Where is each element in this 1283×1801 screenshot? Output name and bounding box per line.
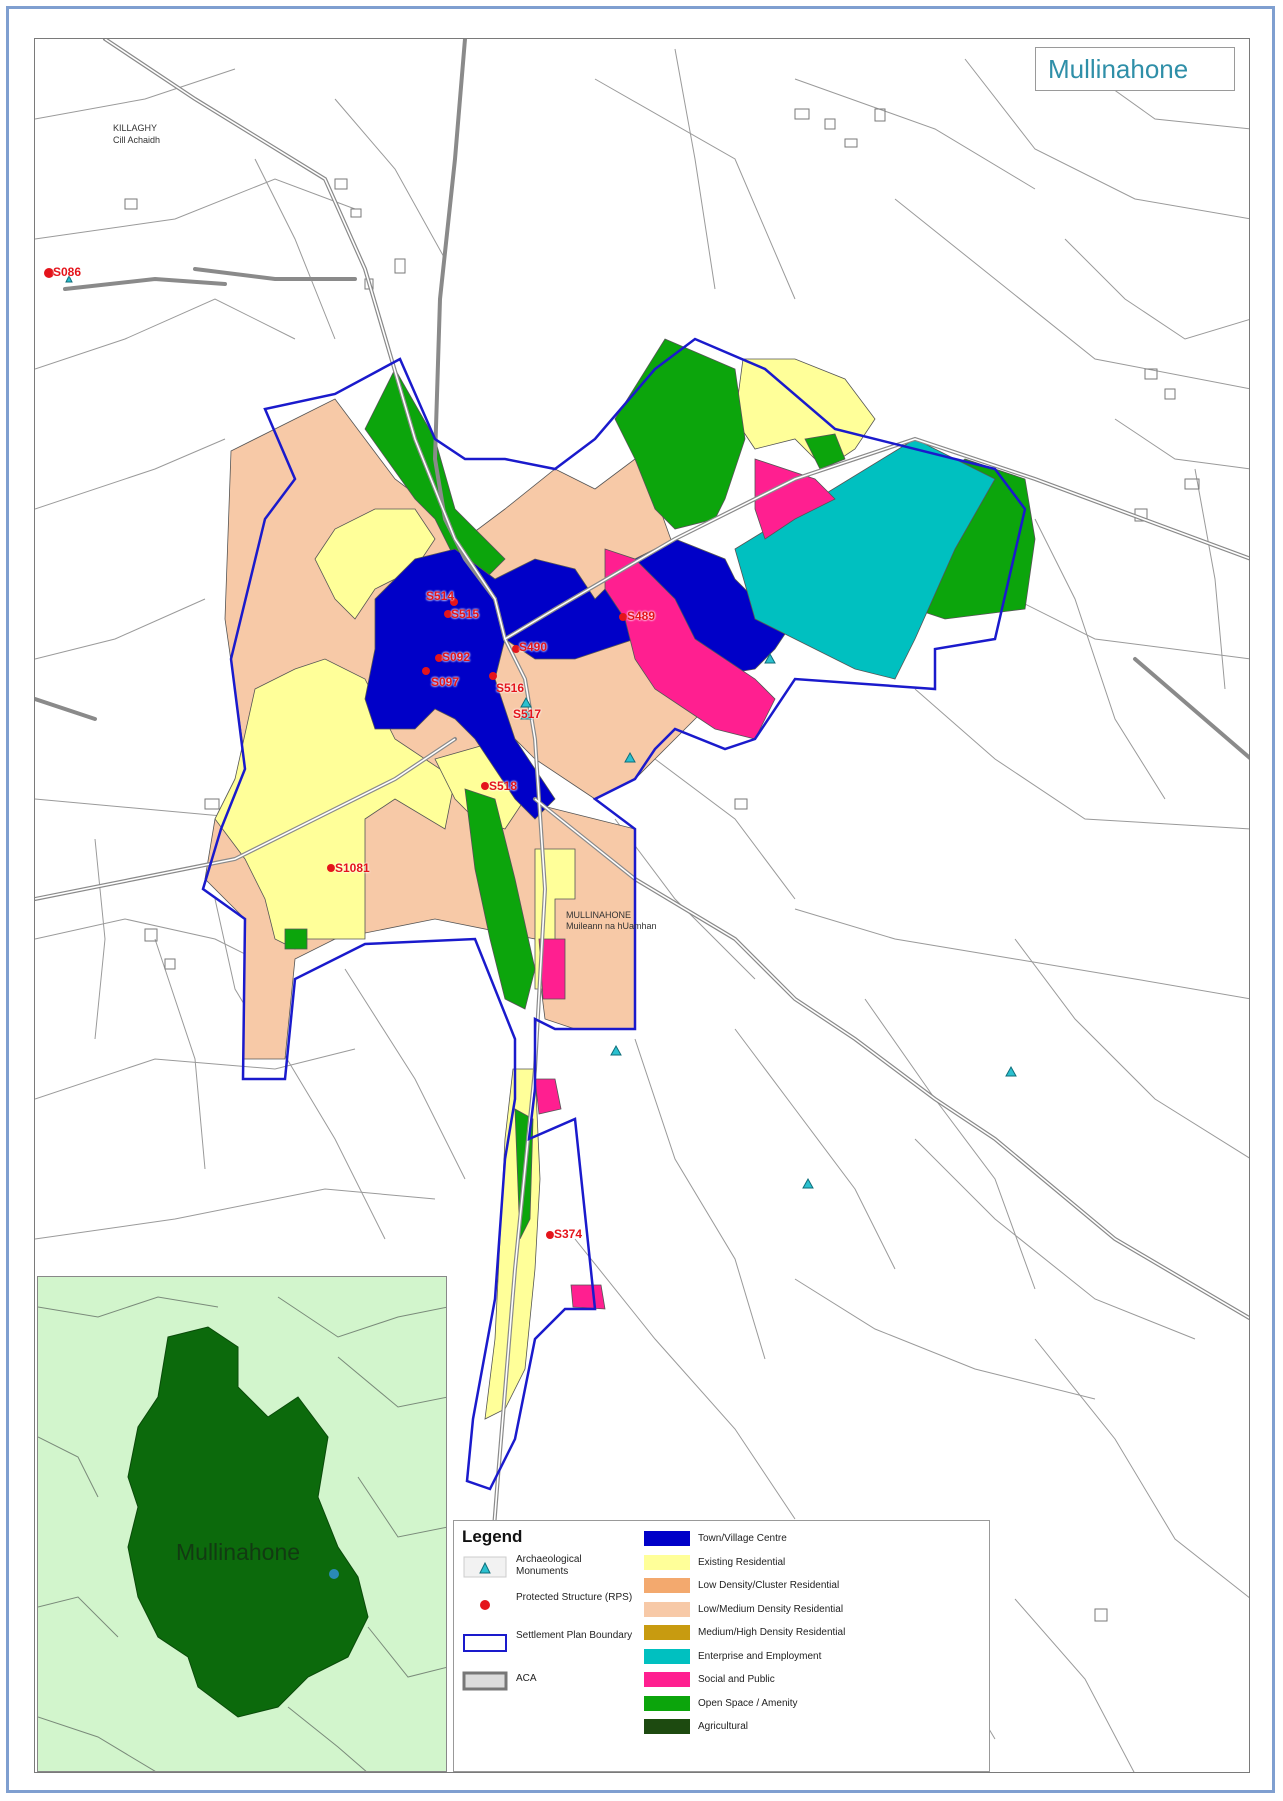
zone-existing-residential (214, 658, 456, 950)
zone-open-space (284, 928, 308, 950)
zone-social-public (534, 1078, 562, 1115)
legend-zone-label: Low Density/Cluster Residential (698, 1580, 840, 1591)
legend-item-boundary: Settlement Plan Boundary (462, 1629, 632, 1663)
rps-label: S086 (53, 265, 82, 279)
legend-item-monuments: Archaeological Monuments (462, 1553, 632, 1587)
legend-swatch (644, 1648, 690, 1664)
legend-zone-item: Existing Residential (644, 1554, 974, 1573)
rps-label: S1081 (335, 861, 370, 875)
rps-label: S517 (513, 707, 542, 721)
map-title: Mullinahone (1048, 53, 1189, 84)
legend-zone-label: Social and Public (698, 1674, 775, 1685)
compass-icon (1200, 56, 1226, 82)
rps-label: S097 (431, 675, 460, 689)
legend-zone-label: Existing Residential (698, 1556, 786, 1568)
legend-swatch (644, 1625, 690, 1640)
legend-label: Protected Structure (RPS) (516, 1592, 633, 1603)
inset-label: Mullinahone (176, 1539, 301, 1565)
settlement-map[interactable] (35, 39, 1250, 1773)
legend-zone-item: Agricultural (644, 1719, 974, 1737)
zone-open-space (804, 433, 846, 470)
legend-swatch (644, 1578, 690, 1593)
map-panel[interactable]: Mullinahone KILLAGHY Cill Achaidh MULLIN… (34, 38, 1250, 1773)
rps-label: S489 (627, 609, 656, 623)
rps-label: S092 (442, 650, 471, 664)
zone-social-public (570, 1284, 606, 1310)
zone-open-space (364, 368, 506, 580)
legend-swatch (644, 1531, 690, 1546)
zone-open-space (614, 338, 746, 530)
settlement-plan-boundary (201, 337, 1027, 1491)
place-label-mullinahone-irish: Muileann na hUamhan (566, 921, 657, 931)
rps-label: S490 (519, 640, 548, 654)
legend-zone-label: Medium/High Density Residential (698, 1627, 846, 1638)
legend-zone-label: Town/Village Centre (698, 1533, 787, 1544)
zone-social-public (604, 548, 776, 740)
legend-swatch (644, 1695, 690, 1711)
zone-town-centre (364, 538, 796, 820)
legend-swatch (644, 1672, 690, 1687)
legend-swatch (644, 1719, 690, 1734)
legend-zone-item: Enterprise and Employment (644, 1648, 974, 1667)
rps-label: S515 (451, 607, 480, 621)
legend-zone-item: Town/Village Centre (644, 1531, 974, 1549)
aca-hatch-icon (462, 1671, 508, 1691)
zone-existing-residential (734, 358, 876, 470)
triangle-icon (463, 1556, 507, 1578)
legend-zone-item: Social and Public (644, 1672, 974, 1690)
zone-existing-residential (314, 508, 436, 620)
legend-item-aca: ACA (462, 1667, 632, 1701)
boundary-icon (463, 1634, 507, 1652)
legend-zone-item: Medium/High Density Residential (644, 1625, 974, 1643)
rps-label: S516 (496, 681, 525, 695)
inset-locator-map: Mullinahone (37, 1276, 447, 1772)
legend-zone-label: Low/Medium Density Residential (698, 1603, 844, 1615)
place-label-killaghy: KILLAGHY (113, 123, 158, 133)
legend-panel: Legend Archaeological Monuments Protecte… (453, 1520, 990, 1772)
county-tipperary-shape (127, 1326, 369, 1718)
legend-zone-item: Low/Medium Density Residential (644, 1601, 974, 1620)
legend-label: Archaeological Monuments (516, 1554, 582, 1577)
legend-label: Settlement Plan Boundary (516, 1630, 633, 1641)
location-marker-icon (329, 1569, 339, 1579)
legend-zone-item: Open Space / Amenity (644, 1695, 974, 1714)
legend-zone-label: Agricultural (698, 1721, 749, 1732)
zone-social-public (754, 458, 836, 540)
place-label-mullinahone: MULLINAHONE (566, 910, 632, 920)
inset-svg (38, 1296, 446, 1771)
rps-label: S518 (489, 779, 518, 793)
map-title-box: Mullinahone (1035, 47, 1235, 91)
zoning-polygons (204, 338, 1036, 1420)
red-dot-icon (480, 1600, 490, 1610)
legend-zone-item: Low Density/Cluster Residential (644, 1578, 974, 1596)
legend-item-rps: Protected Structure (RPS) (462, 1591, 632, 1625)
legend-title: Legend (462, 1527, 523, 1546)
legend-swatch (644, 1554, 690, 1570)
rps-label: S514 (426, 589, 455, 603)
legend-zone-label: Open Space / Amenity (698, 1697, 798, 1709)
legend-zone-label: Enterprise and Employment (698, 1650, 822, 1662)
legend-swatch (644, 1601, 690, 1617)
rps-label: S374 (554, 1227, 583, 1241)
place-label-killaghy-irish: Cill Achaidh (113, 135, 161, 145)
zone-open-space (464, 788, 536, 1010)
legend-label: ACA (516, 1673, 537, 1684)
